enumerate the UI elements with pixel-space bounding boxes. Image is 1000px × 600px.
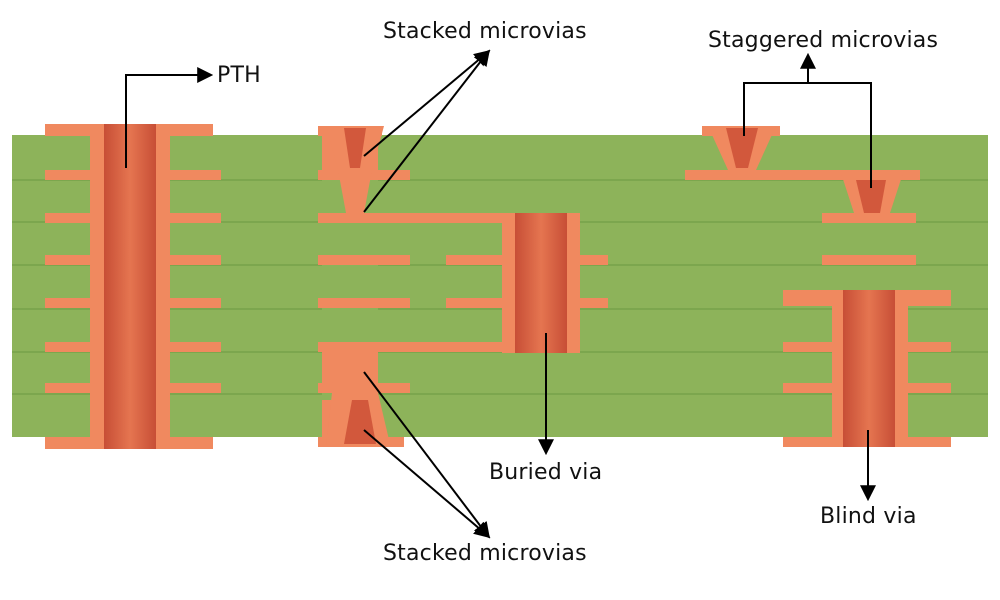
label-pth: PTH (217, 63, 261, 88)
stacked-top-arrow-2 (363, 49, 490, 213)
staggered-arrow (743, 56, 872, 188)
label-blind-via: Blind via (820, 504, 917, 529)
label-buried-via: Buried via (489, 460, 603, 485)
stacked-microvias-column (318, 126, 568, 447)
label-stacked-microvias-bottom: Stacked microvias (383, 541, 587, 566)
buried-via (446, 213, 608, 353)
annotation-arrows (125, 49, 876, 539)
staggered-microvias (685, 126, 920, 265)
stacked-top-arrow-1 (363, 49, 491, 157)
stacked-bottom-arrow-1 (363, 371, 490, 539)
label-staggered-microvias: Staggered microvias (708, 28, 939, 53)
pth-via (45, 124, 221, 449)
label-stacked-microvias-top: Stacked microvias (383, 19, 587, 44)
pth-arrow (125, 67, 214, 168)
stacked-bottom-arrow-2 (363, 429, 491, 539)
